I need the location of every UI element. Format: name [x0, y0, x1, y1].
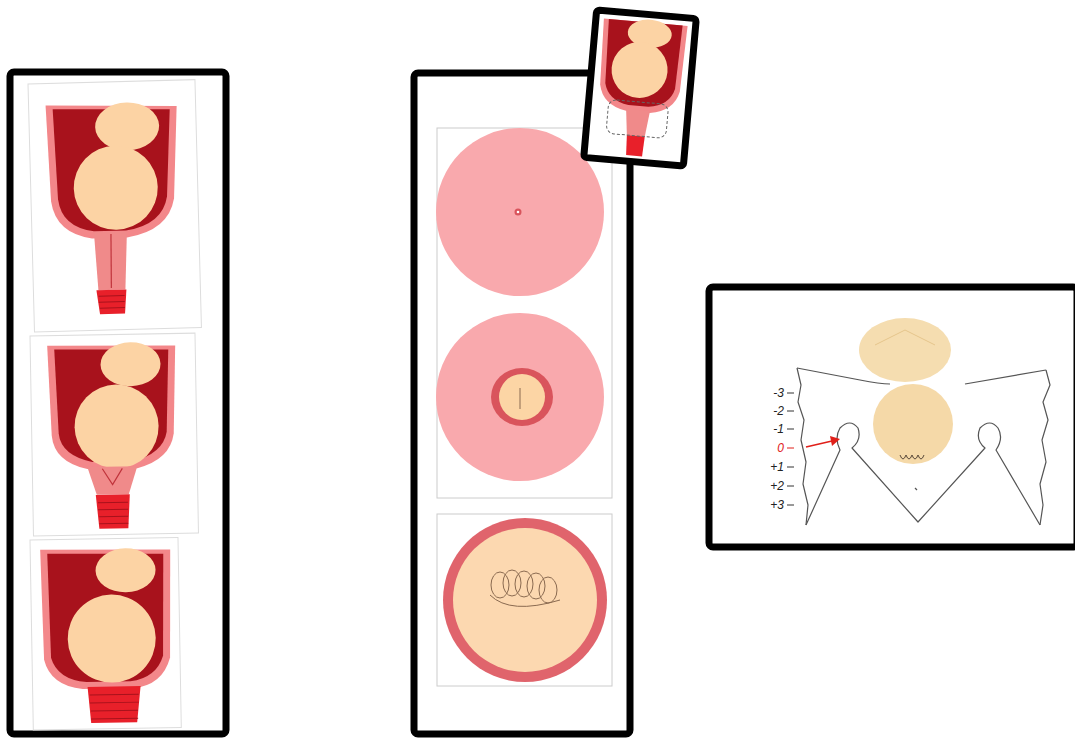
stage-three — [30, 537, 181, 730]
fetus-head — [67, 594, 157, 684]
uterus-wall — [46, 102, 180, 239]
right-ilium-crest — [965, 370, 1046, 384]
hair-curl — [527, 573, 545, 599]
cervical-opening — [491, 368, 553, 426]
fetal-head — [453, 528, 597, 672]
vagina — [625, 135, 645, 156]
station-label: +1 — [744, 460, 784, 474]
suture-line — [520, 388, 521, 409]
station-label: +2 — [744, 479, 784, 493]
arrow-head — [830, 436, 840, 446]
ridge-line — [99, 523, 128, 525]
closed-cervix — [436, 128, 604, 296]
fetus-body — [859, 318, 951, 382]
inset-frame — [584, 10, 697, 166]
hair-curl — [515, 571, 533, 597]
uterus-wall — [596, 19, 688, 116]
thin-frame — [437, 514, 612, 686]
cervix — [94, 231, 129, 290]
fetal-hair — [900, 455, 924, 459]
ridge-line — [98, 502, 128, 504]
ridge-line — [90, 694, 139, 696]
fetal-head — [499, 374, 545, 420]
tick-mark — [787, 486, 794, 487]
station-label: -1 — [744, 422, 784, 436]
fetus-head — [74, 384, 159, 469]
ridge-line — [100, 307, 125, 309]
vagina — [96, 289, 127, 314]
cervix — [624, 109, 650, 137]
cervical-os — [515, 209, 522, 216]
left-ilium-crest — [797, 368, 860, 380]
dilating-cervix — [436, 313, 604, 481]
thin-frame — [30, 333, 198, 536]
hair-curl — [491, 572, 509, 598]
ridge-line — [99, 516, 128, 518]
tick-mark — [787, 393, 794, 394]
right-ilium-edge — [1040, 370, 1050, 525]
fetus-body — [95, 548, 156, 593]
tick-mark — [787, 467, 794, 468]
ridge-line — [99, 301, 125, 303]
tick-mark — [787, 448, 794, 449]
ridge-line — [99, 295, 125, 297]
panel-frame — [709, 287, 1075, 547]
vagina-ridges — [90, 694, 139, 719]
fetal-head — [873, 384, 953, 464]
coccyx-mark — [915, 488, 917, 490]
inset-view — [584, 10, 697, 166]
fetal-hair — [490, 570, 560, 606]
vagina-ridges — [99, 296, 125, 309]
cervix — [87, 466, 137, 495]
fetus-body — [100, 342, 161, 387]
tick-mark — [787, 411, 794, 412]
pointer-arrow — [806, 441, 832, 447]
vagina — [96, 494, 131, 529]
cervical-os-center — [517, 211, 520, 214]
hair-curl — [539, 577, 557, 603]
fetus-head — [609, 40, 670, 101]
fetus-body — [95, 102, 160, 152]
panel-frame — [414, 73, 630, 734]
dilated-cervix — [443, 518, 607, 682]
ridge-line — [90, 702, 139, 704]
pelvic-brim — [860, 380, 890, 384]
tick-mark — [787, 505, 794, 506]
fetus-head — [73, 145, 159, 231]
panel-frame — [10, 72, 226, 734]
station-label: -3 — [744, 386, 784, 400]
uterus-wall — [40, 548, 172, 690]
station-label: -2 — [744, 404, 784, 418]
fetus-limb — [875, 330, 935, 345]
station-label: +3 — [744, 498, 784, 512]
ridge-line — [91, 718, 138, 720]
stage-one — [28, 80, 201, 332]
ridge-line — [91, 710, 138, 712]
zoom-marker — [606, 99, 669, 138]
cervical-canal — [110, 234, 112, 288]
thin-frame — [28, 80, 201, 332]
vagina-ridges — [98, 502, 128, 524]
ridge-line — [98, 509, 128, 511]
thin-frame — [30, 537, 181, 730]
cervical-canal — [102, 468, 122, 484]
hair-tail — [490, 595, 560, 606]
station-ticks — [787, 393, 794, 505]
thin-frame — [437, 128, 612, 498]
stage-two — [30, 333, 198, 536]
pelvis-outline — [797, 368, 1050, 525]
station-label: 0 — [744, 441, 784, 455]
tick-mark — [787, 429, 794, 430]
vagina — [88, 686, 142, 723]
